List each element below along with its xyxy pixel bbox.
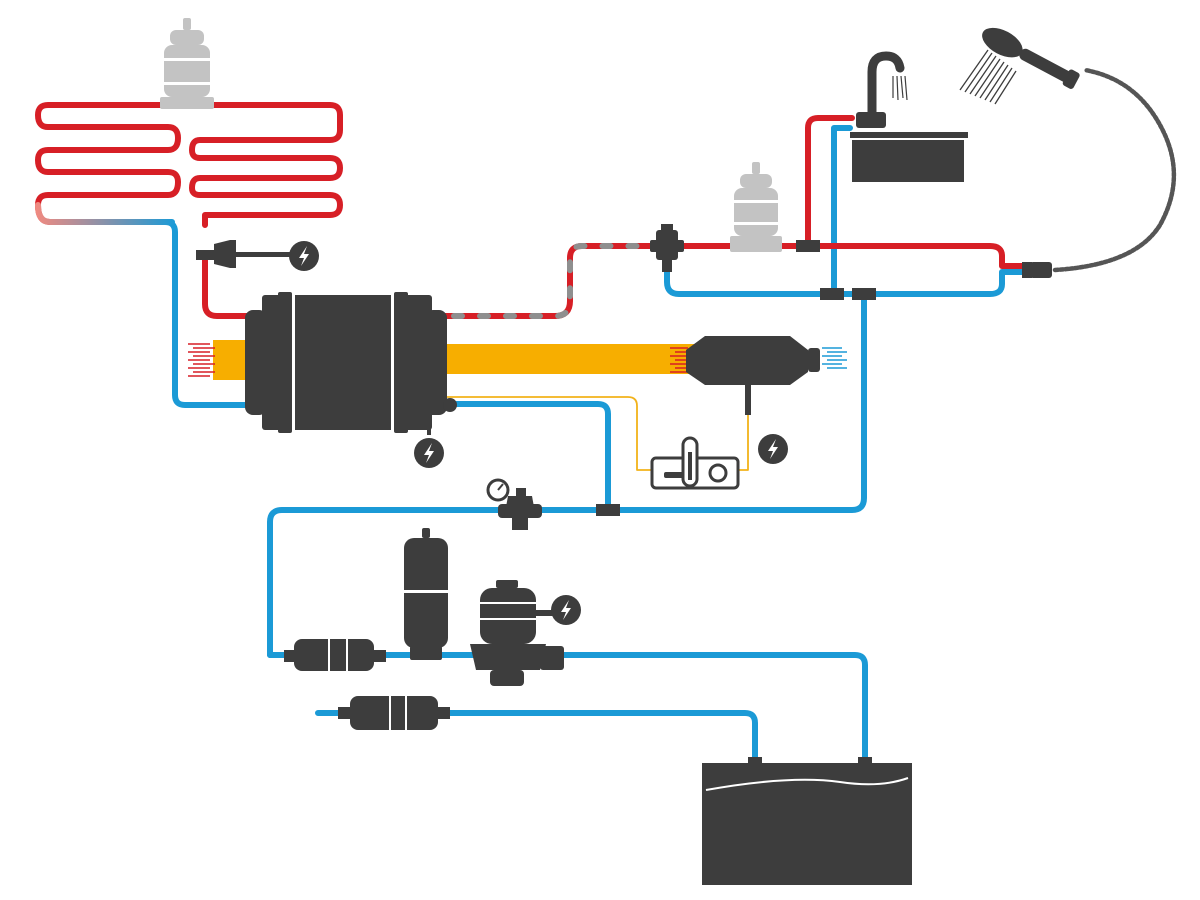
heater-control-panel [650, 436, 740, 490]
lightning-bolt-icon [289, 241, 319, 271]
cold-pipe-tank-feed [315, 710, 758, 768]
exhaust-duct-left [213, 340, 245, 380]
pressure-reducer [486, 478, 542, 530]
inlet-filter [338, 696, 450, 730]
water-filter [284, 639, 386, 671]
shower-head-icon [982, 27, 1080, 89]
faucet-icon [867, 51, 905, 123]
water-pump [470, 580, 564, 686]
lightning-bolt-icon [758, 434, 788, 464]
cold-pipe-pump-line [267, 652, 868, 768]
cold-pipe-calorifier-feed [425, 401, 611, 513]
spray-line [984, 64, 1009, 101]
pressure-gauge-icon [486, 478, 510, 502]
exhaust-duct-main [440, 344, 698, 374]
accumulator-tank [404, 528, 448, 660]
hot-pipe-calorifier-out [425, 243, 663, 319]
spray-line [964, 52, 993, 93]
calorifier [245, 292, 457, 435]
faucet-water-stream [892, 75, 908, 101]
spray-line [994, 70, 1017, 105]
cold-pipe-main-line [267, 297, 867, 658]
expansion-vessel-heating [160, 18, 214, 109]
wire-calorifier-to-panel [439, 396, 656, 471]
spray-line [969, 55, 997, 95]
spray-line [989, 67, 1013, 103]
lightning-bolt-icon [551, 595, 581, 625]
expansion-vessel-hot [730, 162, 782, 252]
shower-spray [959, 49, 1017, 105]
heating-loop-cooling-section [35, 202, 175, 225]
circulation-pump [196, 240, 291, 268]
spray-line [959, 49, 989, 91]
hot-pipe-sink-feed [805, 115, 855, 249]
spray-line [974, 58, 1001, 97]
fresh-water-tank [702, 757, 912, 885]
shower-hose [1052, 67, 1177, 273]
hot-hose-stripes [425, 243, 653, 319]
cold-air-intake [822, 347, 847, 369]
tank-water-level [705, 777, 909, 791]
lightning-bolt-icon [414, 438, 444, 468]
underfloor-heating-loops [35, 102, 343, 228]
cold-pipe-mixer-feed [664, 257, 1025, 297]
hot-water-pipes [202, 115, 1025, 319]
heat-waves-calorifier [188, 343, 215, 377]
cold-water-pipes [147, 125, 1025, 768]
spray-line [979, 61, 1005, 99]
hot-pipe-main [667, 243, 1025, 269]
hand-shower [959, 27, 1177, 278]
heating-loop-upper [35, 102, 343, 228]
cold-pipe-sink-feed [831, 125, 853, 293]
sink-with-faucet [850, 51, 968, 182]
pipe-tees [596, 240, 1032, 516]
diesel-heater [686, 336, 820, 415]
exhaust-ducts [213, 340, 698, 380]
hot-pipe-pump-return [202, 255, 265, 319]
mixing-valve [650, 224, 684, 272]
